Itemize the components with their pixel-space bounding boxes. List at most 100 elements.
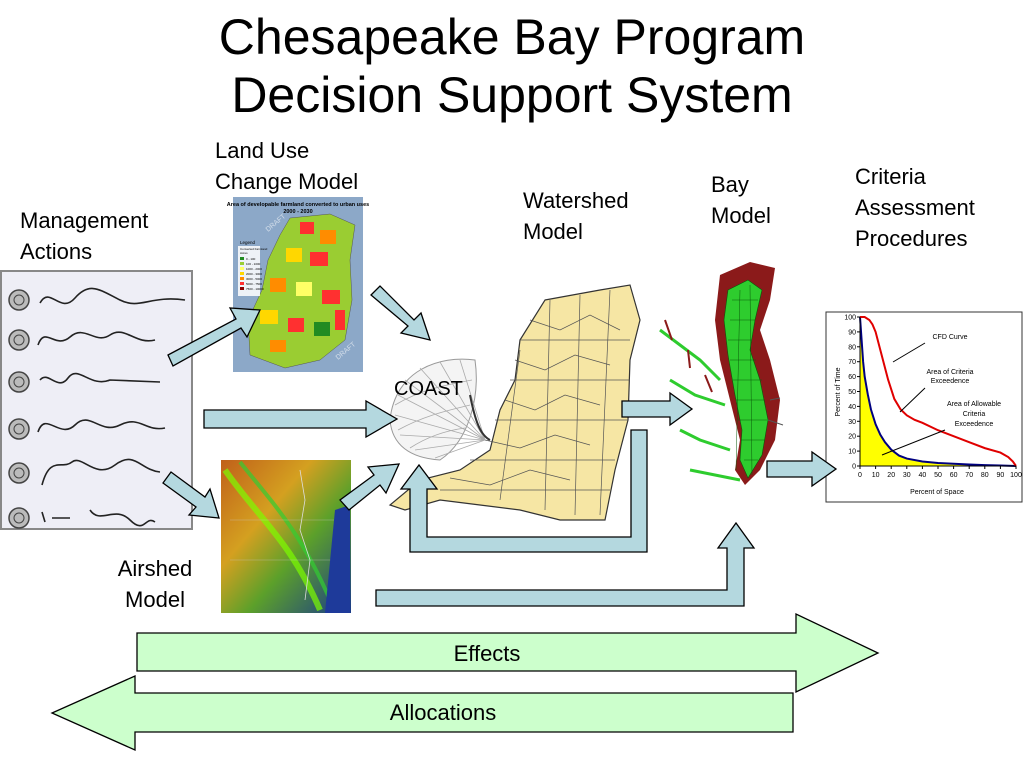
arrow-mgmt-to-coast <box>203 399 399 439</box>
allowable-area-fill <box>860 317 1016 466</box>
management-label-line2: Actions <box>20 239 93 264</box>
allocations-arrow <box>50 674 794 752</box>
cfd-x-tick-label-8: 80 <box>981 472 989 479</box>
land-use-label-line2: Change Model <box>215 169 359 194</box>
arrow-airshed-to-bay <box>375 521 756 607</box>
airshed-label-line1: Airshed <box>117 556 193 581</box>
arrow-mgmt-to-landuse <box>167 307 262 367</box>
bay-model-label: Bay Model <box>711 169 771 231</box>
land-use-county-patches <box>260 222 345 352</box>
criteria-label-line3: Procedures <box>855 226 968 251</box>
allocations-label: Allocations <box>389 700 497 725</box>
cfd-annotation-allowable-2: Criteria <box>963 411 986 418</box>
criteria-assessment-label: Criteria Assessment Procedures <box>855 161 975 254</box>
airshed-model-label: Airshed Model <box>100 553 210 615</box>
cfd-x-axis-label: Percent of Space <box>910 489 964 496</box>
watershed-label-line2: Model <box>523 219 583 244</box>
criteria-label-line2: Assessment <box>855 195 975 220</box>
cfd-x-tick-label-9: 90 <box>997 472 1005 479</box>
cfd-x-tick-label-1: 10 <box>872 472 880 479</box>
bay-label-line2: Model <box>711 203 771 228</box>
bay-label-line1: Bay <box>711 172 749 197</box>
flow-arrows <box>162 285 838 607</box>
cfd-y-tick-label-0: 0 <box>852 464 856 471</box>
cfd-x-tick-label-6: 60 <box>950 472 958 479</box>
cfd-annotation-cfd-curve: CFD Curve <box>932 334 967 341</box>
airshed-map <box>221 460 351 613</box>
land-use-legend-sub1: Converted Farmland <box>240 247 268 251</box>
cfd-pointer-criteria <box>899 387 926 413</box>
title-line-2: Decision Support System <box>231 67 793 123</box>
land-use-map: Area of developable farmland converted t… <box>227 197 369 372</box>
cfd-pointer-allowable <box>881 429 946 456</box>
watershed-model-label: Watershed Model <box>523 185 629 247</box>
legend-item-5: 5000 - 7500 <box>246 282 262 286</box>
signature-row-1 <box>8 287 186 311</box>
cfd-annotation-criteria-exceedence-2: Exceedence <box>931 378 970 385</box>
signature-row-6 <box>8 507 156 529</box>
signature-row-2 <box>8 329 156 351</box>
cfd-annotation-allowable-1: Area of Allowable <box>947 401 1001 408</box>
effects-arrow <box>136 612 880 694</box>
cfd-annotation-allowable-3: Exceedence <box>955 421 994 428</box>
management-actions-label: Management Actions <box>20 205 148 267</box>
slide-title: Chesapeake Bay Program Decision Support … <box>0 8 1024 124</box>
cfd-y-tick-label-5: 50 <box>848 389 856 396</box>
criteria-label-line1: Criteria <box>855 164 926 189</box>
bay-map <box>659 262 784 485</box>
arrow-bay-to-criteria <box>766 450 838 488</box>
arrow-feedback-watershed <box>399 429 648 553</box>
land-use-label: Land Use Change Model <box>215 135 358 197</box>
legend-item-1: 100 - 1000 <box>246 262 261 266</box>
signature-row-3 <box>8 371 161 393</box>
signature-panel <box>0 270 193 530</box>
cfd-x-tick-label-7: 70 <box>965 472 973 479</box>
signature-row-4 <box>8 418 166 440</box>
land-use-legend-sub2: Acres <box>240 251 248 255</box>
coast-label: COAST <box>394 378 463 400</box>
cfd-annotation-criteria-exceedence-1: Area of Criteria <box>926 369 973 376</box>
arrow-mgmt-to-airshed <box>162 471 220 519</box>
legend-item-3: 2000 - 3000 <box>246 272 262 276</box>
cfd-x-tick-label-2: 20 <box>887 472 895 479</box>
cfd-curve <box>860 316 1017 467</box>
arrow-watershed-to-bay <box>621 391 694 427</box>
cfd-y-tick-label-7: 70 <box>848 359 856 366</box>
cfd-pointer-cfd <box>892 342 926 363</box>
land-use-legend-title: Legend <box>240 240 256 245</box>
cfd-y-tick-label-2: 20 <box>848 434 856 441</box>
arrow-airshed-to-coast <box>339 463 401 511</box>
watershed-label-line1: Watershed <box>523 188 629 213</box>
coast-mesh <box>378 350 498 470</box>
legend-item-2: 1000 - 2000 <box>246 267 262 271</box>
allowable-curve <box>859 316 1017 467</box>
cfd-y-tick-label-3: 30 <box>848 419 856 426</box>
cfd-y-tick-label-8: 80 <box>848 344 856 351</box>
legend-item-6: 7500 - 10000 <box>246 287 264 291</box>
cfd-x-tick-label-5: 50 <box>934 472 942 479</box>
cfd-x-tick-label-3: 30 <box>903 472 911 479</box>
arrow-landuse-to-coast <box>370 285 431 341</box>
cfd-y-tick-label-9: 90 <box>848 329 856 336</box>
cfd-y-tick-label-10: 100 <box>844 315 856 322</box>
cfd-x-tick-label-10: 100 <box>1010 472 1022 479</box>
cfd-x-tick-label-0: 0 <box>858 472 862 479</box>
land-use-map-title-2: 2000 - 2030 <box>283 209 312 215</box>
land-use-map-title-1: Area of developable farmland converted t… <box>227 202 369 208</box>
legend-item-0: 0 - 100 <box>246 257 256 261</box>
signatures <box>8 287 186 529</box>
signature-row-5 <box>8 458 161 486</box>
watershed-map <box>388 284 641 521</box>
airshed-label-line2: Model <box>125 587 185 612</box>
cfd-x-tick-label-4: 40 <box>919 472 927 479</box>
cfd-y-tick-label-4: 40 <box>848 404 856 411</box>
land-use-legend-items: 0 - 100 100 - 1000 1000 - 2000 2000 - 30… <box>240 257 264 291</box>
legend-item-4: 3000 - 5000 <box>246 277 262 281</box>
effects-label: Effects <box>453 641 521 666</box>
title-line-1: Chesapeake Bay Program <box>218 9 806 65</box>
cfd-y-tick-label-1: 10 <box>848 449 856 456</box>
cfd-y-axis-label: Percent of Time <box>835 367 842 416</box>
